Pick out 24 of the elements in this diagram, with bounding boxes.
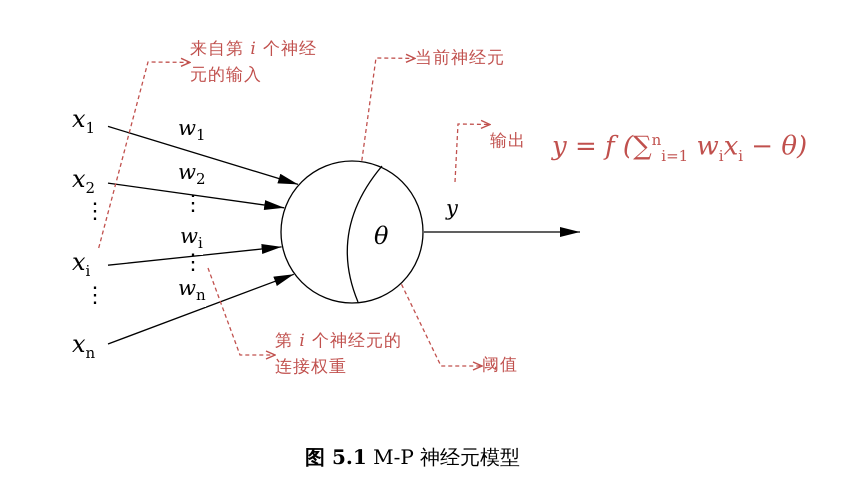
output-label: 输出 bbox=[490, 130, 526, 153]
arrow bbox=[108, 126, 298, 186]
arrow bbox=[108, 182, 284, 210]
annotation-text: 来自第 i 个神经元的输入 bbox=[190, 38, 318, 87]
arrow bbox=[108, 274, 294, 345]
leader-line bbox=[98, 58, 191, 248]
annotation-text: 第 i 个神经元的连接权重 bbox=[275, 330, 403, 379]
annotation-text: 阈值 bbox=[482, 354, 519, 377]
annotation-text: 当前神经元 bbox=[415, 47, 506, 70]
leader-line bbox=[207, 268, 276, 360]
output-formula: y = f (∑$^{n}$$_{i=1}$ w$_{i}$x$_{i}$ − θ) bbox=[552, 130, 808, 167]
threshold-symbol: θ bbox=[374, 222, 388, 250]
arrow bbox=[108, 244, 282, 266]
input-variable: x$_{2}$ bbox=[72, 165, 96, 193]
leader-line bbox=[400, 284, 483, 371]
input-variable: x$_{i}$ bbox=[72, 248, 90, 276]
arrow bbox=[424, 227, 580, 237]
leader-line bbox=[454, 120, 491, 182]
figure-caption: 图 5.1 M-P 神经元模型 bbox=[305, 444, 520, 471]
input-variable: x$_{n}$ bbox=[72, 330, 96, 358]
vertical-dots: ⋮ bbox=[84, 282, 106, 310]
leader-line bbox=[361, 54, 416, 161]
vertical-dots: ⋮ bbox=[84, 198, 106, 226]
input-variable: x$_{1}$ bbox=[72, 105, 96, 133]
